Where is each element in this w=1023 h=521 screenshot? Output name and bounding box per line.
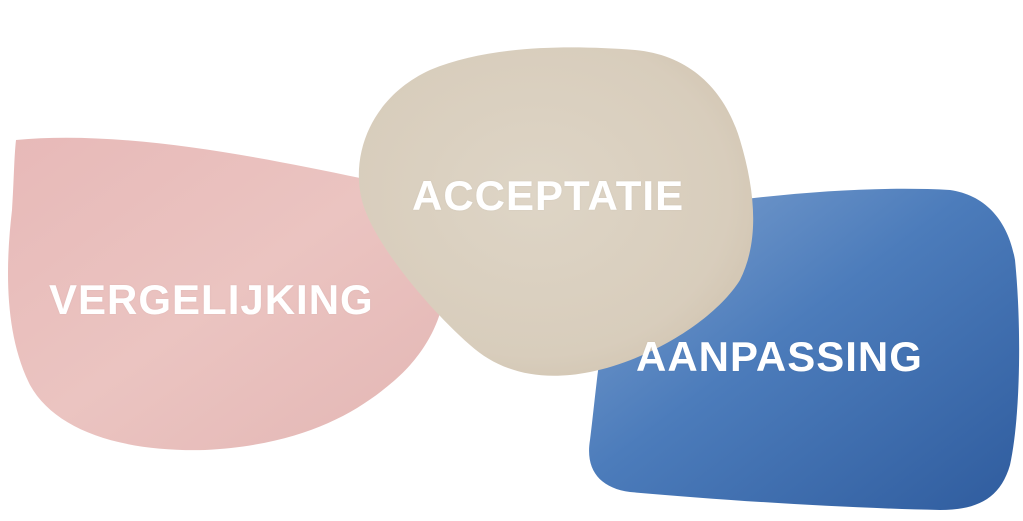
label-vergelijking: VERGELIJKING xyxy=(49,276,374,324)
label-aanpassing: AANPASSING xyxy=(636,333,923,381)
label-acceptatie: ACCEPTATIE xyxy=(412,172,684,220)
